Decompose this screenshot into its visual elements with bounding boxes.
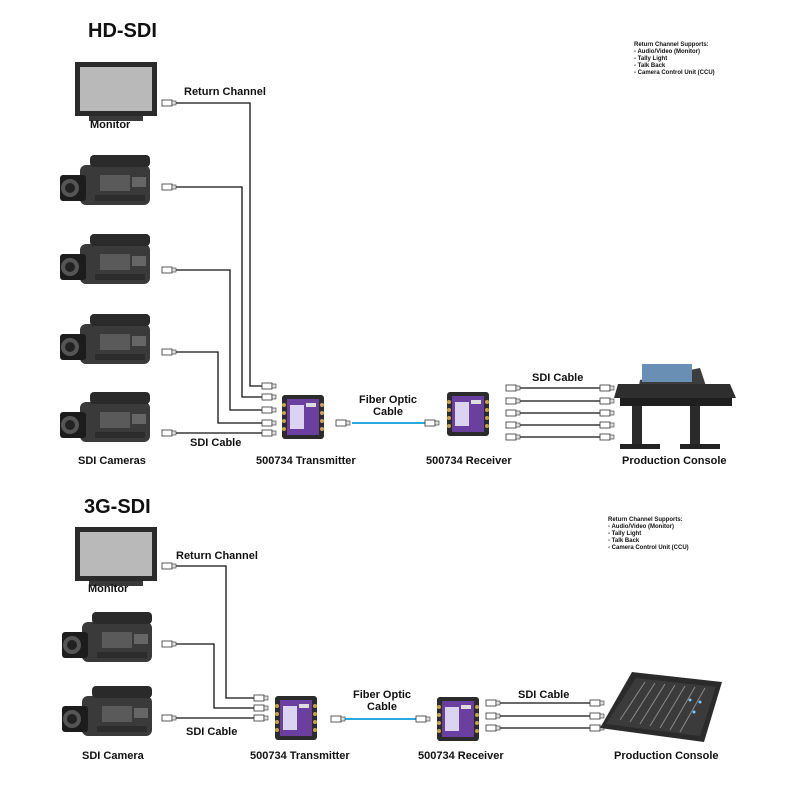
g3-console-label: Production Console (614, 750, 719, 762)
g3-receiver-label: 500734 Receiver (418, 750, 504, 762)
hd-receiver-label: 500734 Receiver (426, 455, 512, 467)
hd-camera-2 (60, 234, 150, 284)
notes-item: - Audio/Video (Monitor) (608, 524, 674, 530)
g3-camera-label: SDI Camera (82, 750, 144, 762)
hd-monitor (75, 62, 157, 121)
hd-receiver-device (447, 392, 489, 436)
hd-fiber-label: Fiber Optic Cable (356, 394, 420, 418)
notes-item: - Audio/Video (Monitor) (634, 49, 700, 55)
g3-return-channel-label: Return Channel (176, 550, 258, 562)
notes-item: - Tally Light (634, 56, 668, 62)
g3-left-cables (176, 565, 254, 719)
hd-camera-4 (60, 392, 150, 442)
g3-camera-1 (62, 612, 152, 662)
g3-sdi-cable-right-label: SDI Cable (518, 689, 570, 701)
hd-monitor-label: Monitor (90, 119, 131, 131)
hd-transmitter-device (282, 395, 324, 439)
fiber-label-line-2: Cable (367, 701, 397, 713)
g3-right-cables (500, 702, 590, 729)
fiber-label-line-1: Fiber Optic (358, 394, 418, 406)
hd-sdi-cable-right-label: SDI Cable (532, 372, 584, 384)
hd-section-title: HD-SDI (88, 20, 157, 42)
hd-return-channel-label: Return Channel (184, 86, 266, 98)
g3-receiver-device (437, 697, 479, 741)
hd-sdi-cable-left-label: SDI Cable (190, 437, 242, 449)
fiber-label-line-2: Cable (373, 406, 403, 418)
hd-right-cables (520, 387, 600, 438)
hd-camera-3 (60, 314, 150, 364)
g3-production-console (600, 672, 722, 742)
hd-cameras-label: SDI Cameras (78, 455, 146, 467)
g3-fiber-cable (330, 715, 431, 723)
hd-console-label: Production Console (622, 455, 727, 467)
g3-section-title: 3G-SDI (84, 496, 151, 518)
g3-camera-2 (62, 686, 152, 736)
g3-transmitter-device (275, 696, 317, 740)
notes-heading: Return Channel Supports: (634, 42, 709, 48)
notes-item: - Tally Light (608, 531, 642, 537)
notes-item: - Talk Back (634, 63, 666, 69)
hd-left-cables (176, 102, 262, 434)
hd-production-console (614, 364, 736, 449)
g3-monitor-label: Monitor (88, 583, 129, 595)
g3-left-connectors (161, 562, 269, 722)
g3-fiber-label: Fiber Optic Cable (350, 689, 414, 713)
notes-heading: Return Channel Supports: (608, 517, 683, 523)
hd-transmitter-label: 500734 Transmitter (256, 455, 356, 467)
hd-camera-1 (60, 155, 150, 205)
notes-item: - Camera Control Unit (CCU) (608, 545, 689, 551)
g3-monitor (75, 527, 157, 586)
g3-transmitter-label: 500734 Transmitter (250, 750, 350, 762)
notes-item: - Talk Back (608, 538, 640, 544)
fiber-label-line-1: Fiber Optic (352, 689, 412, 701)
hd-return-channel-notes: Return Channel Supports: - Audio/Video (… (634, 42, 715, 77)
g3-return-channel-notes: Return Channel Supports: - Audio/Video (… (608, 517, 689, 552)
notes-item: - Camera Control Unit (CCU) (634, 70, 715, 76)
hd-fiber-cable (335, 419, 440, 427)
g3-sdi-cable-left-label: SDI Cable (186, 726, 238, 738)
